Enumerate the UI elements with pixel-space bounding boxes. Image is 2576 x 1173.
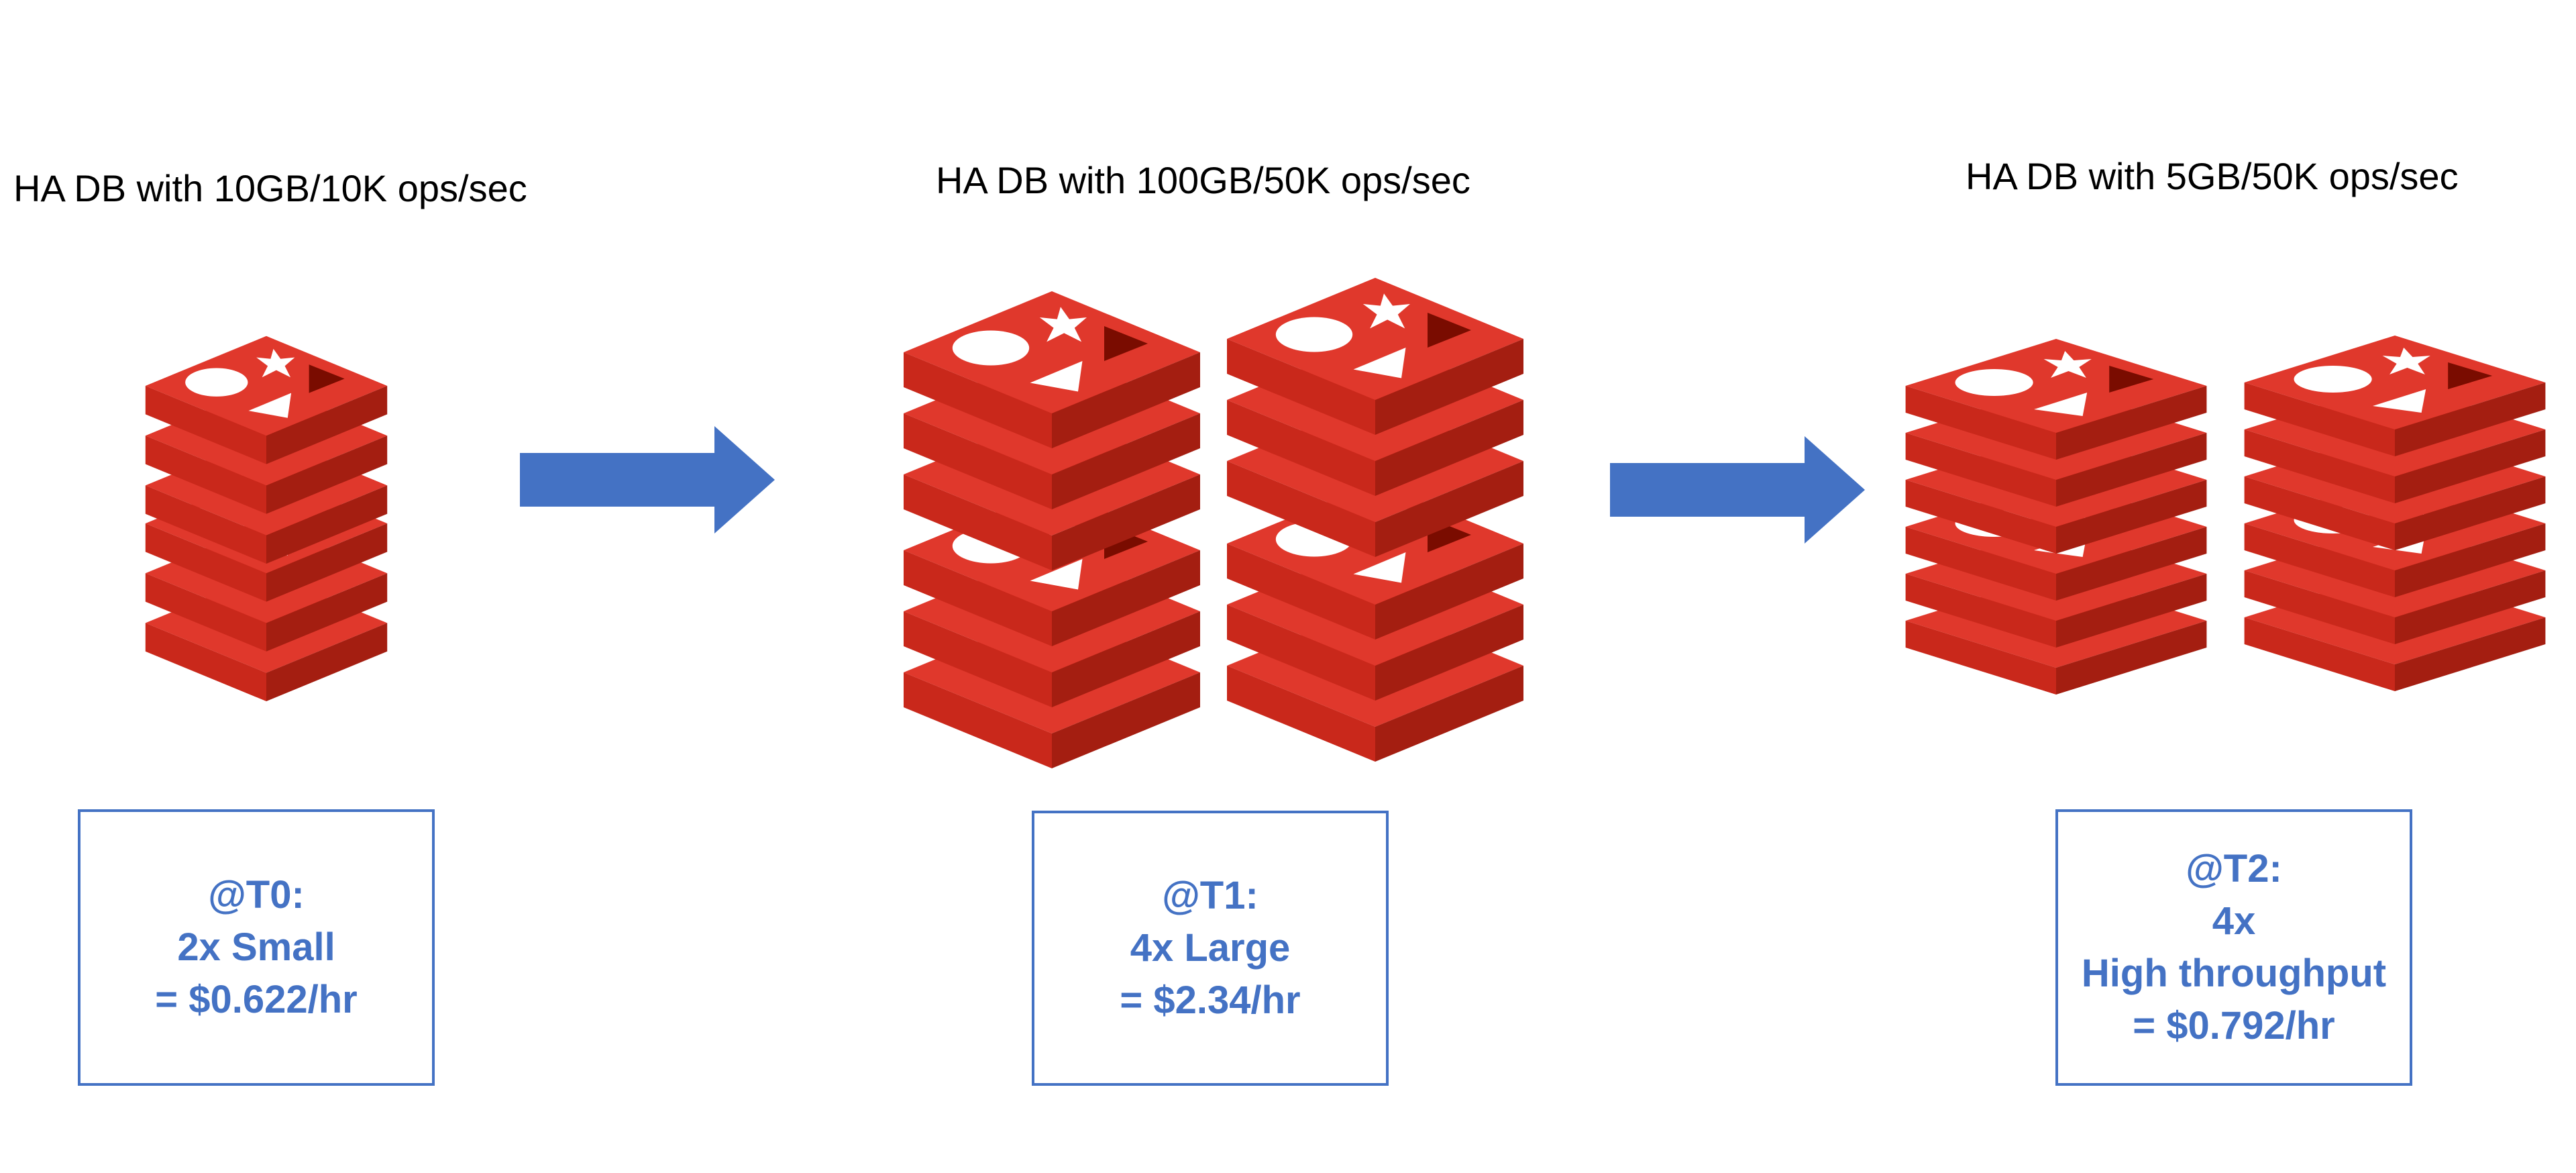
redis-database-icon [904,291,1200,570]
pricing-box-t0: @T0: 2x Small = $0.622/hr [78,809,435,1086]
box-line-time: @T0: [208,873,305,917]
stage-title-t1: HA DB with 100GB/50K ops/sec [936,159,1470,201]
box-line-config: 4x Large [1130,926,1291,970]
box-line-price: = $0.622/hr [155,978,358,1021]
box-line-price: = $2.34/hr [1120,978,1301,1022]
stage-title-t0: HA DB with 10GB/10K ops/sec [13,167,527,209]
box-line-count: 4x [2212,899,2256,943]
redis-database-icon [1227,278,1523,557]
box-line-time: @T2: [2186,847,2282,890]
pricing-box-t2: @T2: 4x High throughput = $0.792/hr [2055,809,2412,1086]
stage-title-t2: HA DB with 5GB/50K ops/sec [1966,155,2459,197]
box-line-time: @T1: [1162,874,1258,917]
box-line-config: High throughput [2081,952,2387,995]
pricing-box-t1: @T1: 4x Large = $2.34/hr [1032,811,1389,1086]
right-arrow-icon [1610,436,1865,544]
box-line-price: = $0.792/hr [2133,1004,2335,1048]
right-arrow-icon [520,426,775,533]
box-line-config: 2x Small [177,925,335,969]
